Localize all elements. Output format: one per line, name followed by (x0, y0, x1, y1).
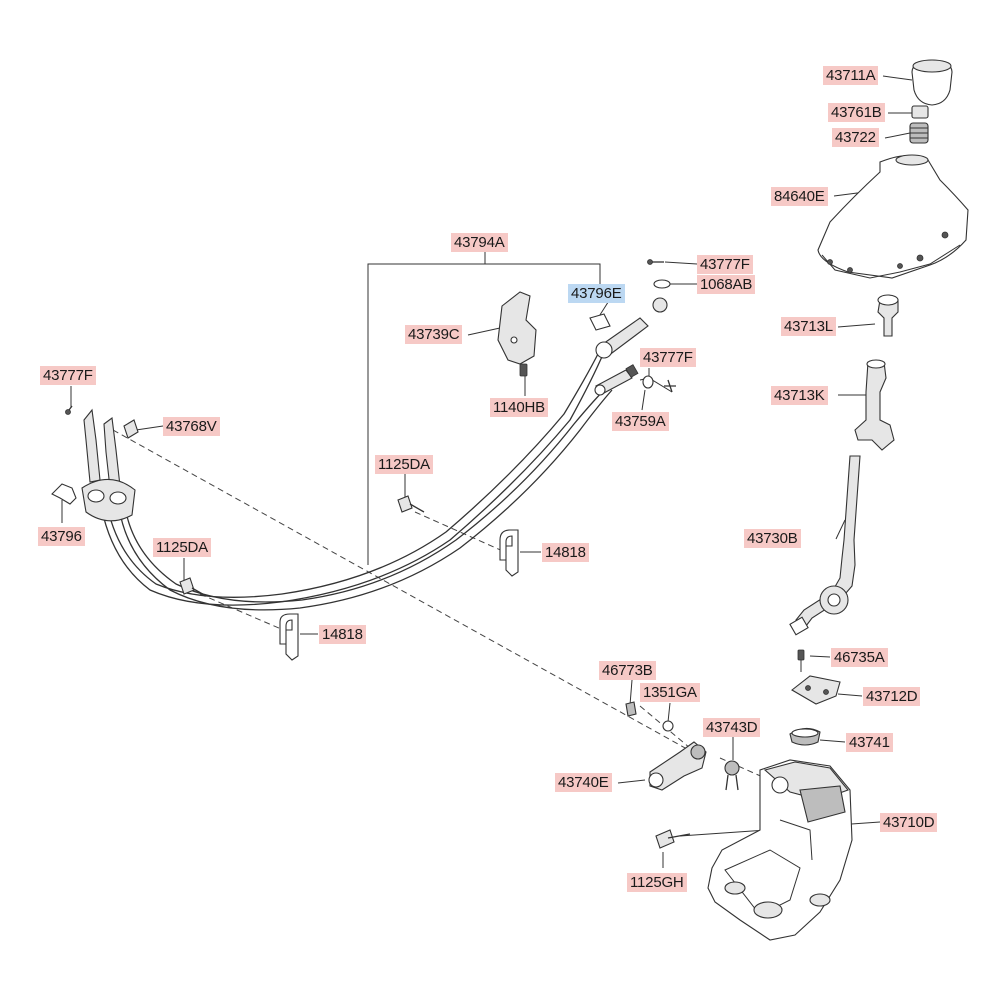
label-43777F-upper[interactable]: 43777F (697, 255, 753, 274)
label-1140HB[interactable]: 1140HB (490, 398, 548, 417)
label-43730B[interactable]: 43730B (744, 529, 801, 548)
label-46735A[interactable]: 46735A (831, 648, 888, 667)
label-1068AB[interactable]: 1068AB (697, 275, 756, 294)
label-43761B[interactable]: 43761B (828, 103, 885, 122)
clamp-14818-lower (279, 613, 299, 661)
clip-43743D (724, 760, 740, 791)
cable-assembly-43794A (81, 297, 668, 611)
clip-43796E (589, 313, 611, 331)
label-43796[interactable]: 43796 (38, 527, 85, 546)
shift-boot-84640E (817, 154, 969, 279)
label-1125GH[interactable]: 1125GH (627, 873, 687, 892)
bracket-43739C (497, 291, 537, 365)
shifter-housing-43710D (707, 759, 853, 941)
label-1125DA-lower[interactable]: 1125DA (153, 538, 211, 557)
label-43759A[interactable]: 43759A (612, 412, 669, 431)
label-43739C[interactable]: 43739C (405, 325, 463, 344)
bolt-1140HB (519, 363, 528, 377)
clamp-14818-upper (499, 529, 519, 577)
label-43794A[interactable]: 43794A (451, 233, 508, 252)
label-46773B[interactable]: 46773B (599, 661, 656, 680)
label-43768V[interactable]: 43768V (163, 417, 220, 436)
screw-46735A (797, 649, 805, 672)
label-43713K[interactable]: 43713K (771, 386, 828, 405)
shift-knob-43711A (911, 59, 953, 106)
label-1351GA[interactable]: 1351GA (640, 683, 700, 702)
label-14818-lower[interactable]: 14818 (319, 625, 366, 644)
washer-1351GA (662, 720, 674, 732)
label-43711A[interactable]: 43711A (823, 66, 879, 85)
spring-43722 (909, 122, 929, 144)
bolt-1125GH (655, 829, 691, 849)
pin-43777F-left (65, 405, 73, 415)
bushing-43768V (123, 419, 139, 439)
label-1125DA-upper[interactable]: 1125DA (375, 455, 433, 474)
plate-43712D (791, 675, 841, 705)
shift-lever-43730B (789, 455, 861, 636)
lever-43740E (648, 741, 707, 791)
label-43741[interactable]: 43741 (846, 733, 893, 752)
nut-43761B (911, 105, 929, 119)
pin-43777F-mid (664, 379, 676, 393)
washer-1068AB (653, 279, 671, 289)
clip-43796 (51, 483, 77, 505)
label-84640E[interactable]: 84640E (771, 187, 828, 206)
label-43777F-mid[interactable]: 43777F (640, 348, 696, 367)
label-43743D[interactable]: 43743D (703, 718, 761, 737)
label-43796E[interactable]: 43796E (568, 284, 625, 303)
label-43710D[interactable]: 43710D (880, 813, 938, 832)
pin-43777F-upper (647, 259, 664, 265)
lever-mount-43713K (854, 359, 895, 451)
lever-top-43713L (877, 294, 899, 337)
label-43740E[interactable]: 43740E (555, 773, 612, 792)
bolt-1125DA-lower (179, 577, 207, 597)
label-43713L[interactable]: 43713L (781, 317, 836, 336)
bolt-1125DA-upper (397, 495, 425, 513)
washer-46773B (625, 701, 637, 717)
label-43777F-left[interactable]: 43777F (40, 366, 96, 385)
bushing-43741 (789, 727, 821, 746)
washer-43759A (642, 375, 654, 389)
label-43712D[interactable]: 43712D (863, 687, 921, 706)
label-43722[interactable]: 43722 (832, 128, 879, 147)
label-14818-upper[interactable]: 14818 (542, 543, 589, 562)
